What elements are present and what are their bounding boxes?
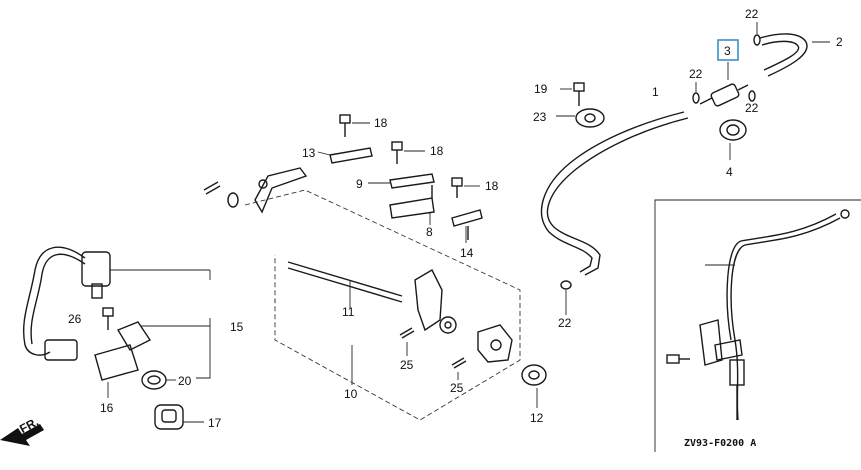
callout-18-c: 18	[485, 179, 499, 193]
detail-box-throttle-cable	[654, 199, 861, 452]
callout-2: 2	[836, 35, 843, 49]
front-direction-arrow	[0, 424, 44, 446]
bolt-part-26	[102, 307, 114, 330]
hose-part-1	[540, 111, 689, 276]
pin-parts-25	[399, 327, 467, 380]
plate-part-13	[317, 147, 373, 164]
bracket-part-9	[368, 173, 435, 189]
callout-19: 19	[534, 82, 548, 96]
callout-10: 10	[344, 387, 358, 401]
assembly-outline-shift-rod	[244, 189, 521, 421]
diagram-code: ZV93-F0200 A	[684, 438, 756, 449]
callout-22-d: 22	[558, 316, 572, 330]
bracket-part-16	[94, 321, 152, 398]
callout-11: 11	[342, 305, 355, 319]
bent-pipe-part-2	[759, 33, 830, 77]
bracket-part-14	[451, 209, 483, 243]
clip-parts-22	[560, 22, 761, 315]
callout-3: 3	[724, 44, 731, 58]
filter-part-3	[699, 39, 749, 107]
callout-22-b: 22	[689, 67, 703, 81]
callout-14: 14	[460, 246, 474, 260]
callout-12: 12	[530, 411, 544, 425]
callout-labels: 1 2 3 4 8 9 10 11 12 13 14 15 16 17 18 1…	[68, 7, 843, 430]
callout-23: 23	[533, 110, 547, 124]
throttle-cable-detail	[666, 209, 850, 421]
callout-17: 17	[208, 416, 222, 430]
leader-part-15	[140, 318, 211, 379]
bolt-part-19	[560, 82, 585, 106]
shift-arm-bracket	[203, 167, 308, 214]
callout-13: 13	[302, 146, 316, 160]
bolt-parts-18	[339, 114, 480, 198]
grommet-part-4	[719, 119, 747, 160]
grommet-part-12	[521, 364, 547, 408]
clamp-part-23	[556, 108, 605, 128]
callout-4: 4	[726, 165, 733, 179]
callout-22-c: 22	[745, 101, 759, 115]
callout-25-b: 25	[450, 381, 464, 395]
sensor-harness	[22, 246, 211, 361]
highlighted-part-box	[717, 39, 739, 61]
shift-rod-part-11	[287, 261, 403, 308]
callout-16: 16	[100, 401, 114, 415]
callout-1: 1	[652, 85, 659, 99]
callout-26: 26	[68, 312, 82, 326]
bracket-part-8	[389, 185, 435, 225]
callout-20: 20	[178, 374, 192, 388]
callout-18-a: 18	[374, 116, 388, 130]
callout-22-a: 22	[745, 7, 759, 21]
boot-part-17	[154, 404, 204, 430]
callout-8: 8	[426, 225, 433, 239]
callout-25-a: 25	[400, 358, 414, 372]
callout-15: 15	[230, 320, 244, 334]
callout-9: 9	[356, 177, 363, 191]
shift-fork-assembly	[414, 269, 513, 363]
ring-part-20	[141, 370, 176, 390]
callout-18-b: 18	[430, 144, 444, 158]
